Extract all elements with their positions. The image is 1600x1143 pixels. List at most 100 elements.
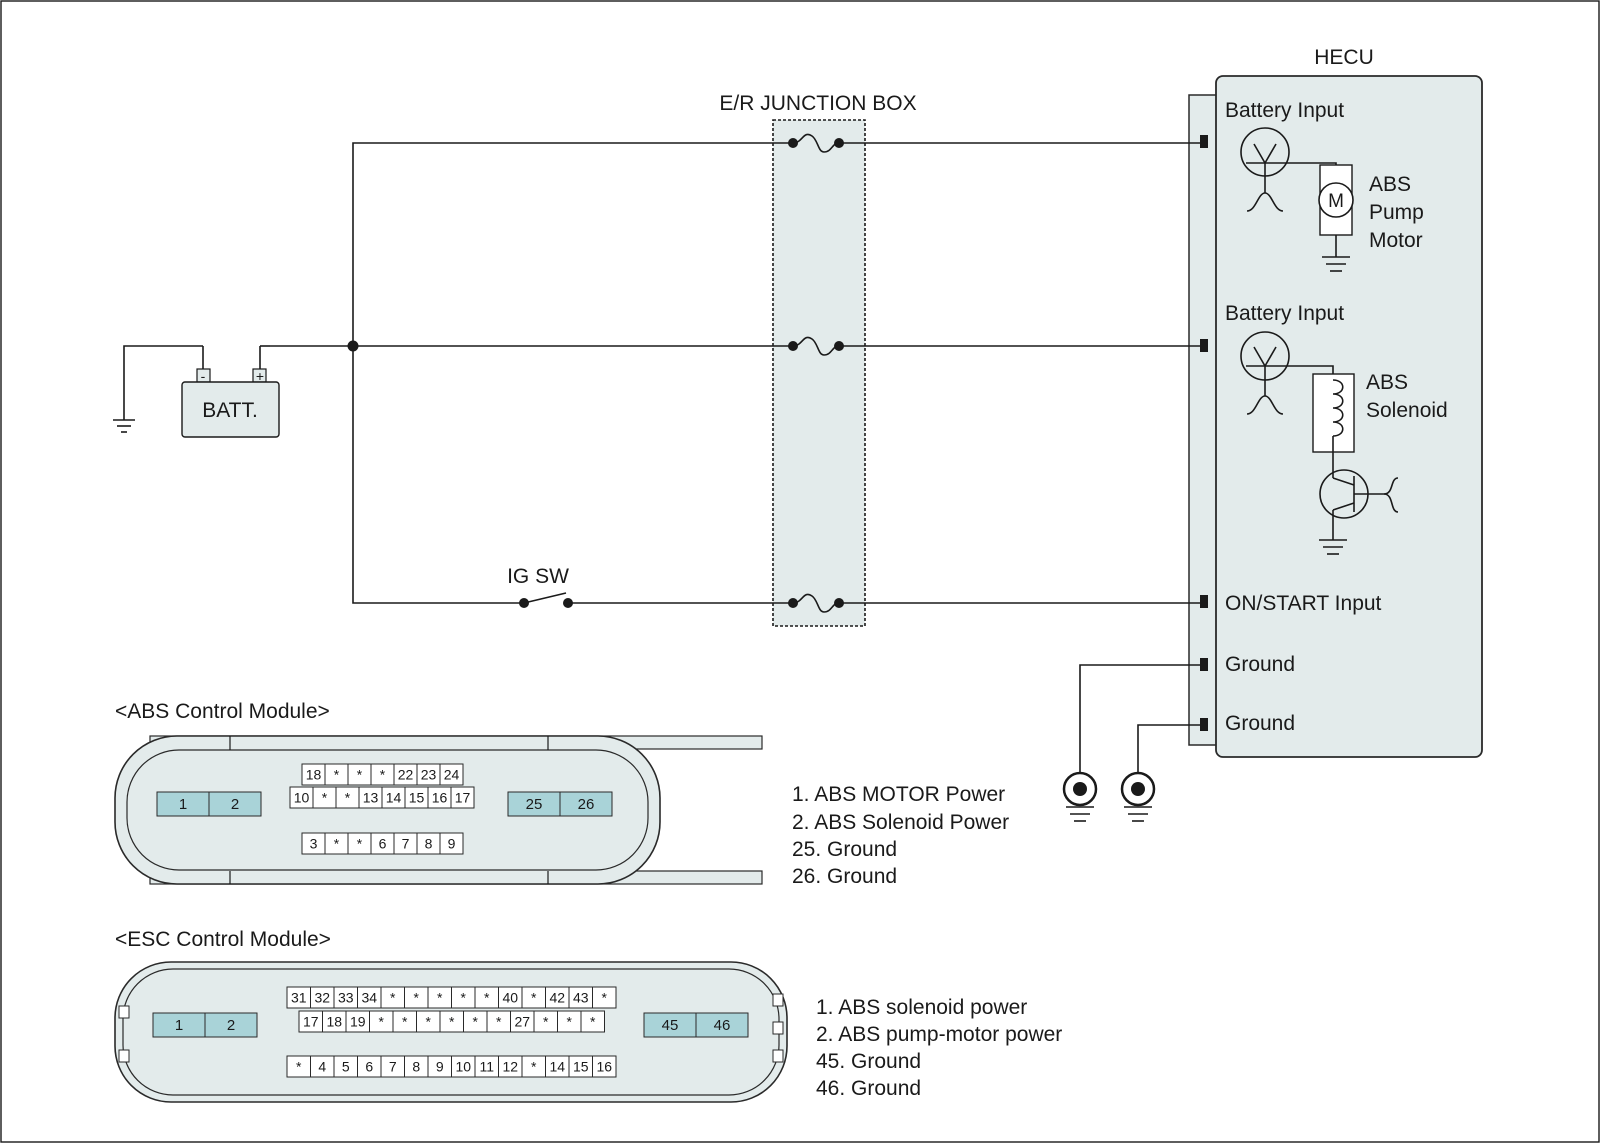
esc-legend-2: 2. ABS pump-motor power xyxy=(816,1023,1062,1046)
ig-switch-icon xyxy=(519,592,573,608)
abs-pin: 14 xyxy=(386,790,402,806)
battery-pos-sign: + xyxy=(256,368,264,384)
esc-pin: 19 xyxy=(350,1014,366,1030)
hecu-title: HECU xyxy=(1314,46,1374,69)
abs-pin: * xyxy=(357,836,363,852)
abs-pin: 10 xyxy=(294,790,310,806)
battery: - + BATT. xyxy=(113,345,280,438)
esc-pin: 31 xyxy=(291,990,307,1006)
esc-pin: 32 xyxy=(314,990,330,1006)
esc-pin: * xyxy=(414,990,420,1006)
abs-pin: 24 xyxy=(444,767,460,783)
ground-label-1: Ground xyxy=(1225,653,1295,676)
hecu-terminal-ground-1 xyxy=(1200,658,1208,671)
esc-pin: 10 xyxy=(455,1059,471,1075)
esc-pin: * xyxy=(402,1014,408,1030)
pump-motor-label-1: ABS xyxy=(1369,173,1411,196)
esc-pin: * xyxy=(426,1014,432,1030)
abs-pin: 9 xyxy=(448,836,456,852)
esc-pin: 34 xyxy=(361,990,377,1006)
esc-pin: 18 xyxy=(326,1014,342,1030)
abs-pin-cell xyxy=(156,791,210,817)
wiring: IG SW xyxy=(270,133,1200,772)
esc-pin: 7 xyxy=(389,1059,397,1075)
esc-pin: 4 xyxy=(318,1059,326,1075)
chassis-ground-2-icon xyxy=(1120,771,1156,822)
motor-icon xyxy=(1318,182,1354,218)
abs-pin: * xyxy=(334,836,340,852)
esc-pin-cell xyxy=(643,1012,697,1038)
esc-pin-cell xyxy=(580,1010,605,1033)
esc-pin: * xyxy=(473,1014,479,1030)
solenoid-label-1: ABS xyxy=(1366,371,1408,394)
esc-pin: 16 xyxy=(596,1059,612,1075)
abs-pin: * xyxy=(322,790,328,806)
esc-pin: * xyxy=(531,1059,537,1075)
abs-pin: 25 xyxy=(526,796,543,813)
ig-switch-label: IG SW xyxy=(507,565,569,588)
esc-pin-cell xyxy=(592,1055,617,1078)
abs-pin-cell xyxy=(507,791,561,817)
esc-pin: 8 xyxy=(412,1059,420,1075)
hecu-terminal-ground-2 xyxy=(1200,718,1208,731)
esc-pin: 15 xyxy=(573,1059,589,1075)
abs-pin-cell xyxy=(559,791,613,817)
esc-pin: 14 xyxy=(549,1059,565,1075)
abs-module-title: <ABS Control Module> xyxy=(115,700,330,723)
esc-pin: 6 xyxy=(365,1059,373,1075)
abs-legend-4: 26. Ground xyxy=(792,865,897,888)
abs-pin: 15 xyxy=(409,790,425,806)
chassis-ground-1-icon xyxy=(1062,771,1098,822)
abs-legend-3: 25. Ground xyxy=(792,838,897,861)
fuse-1-icon xyxy=(788,133,844,153)
hecu-terminal-battery-2 xyxy=(1200,339,1208,352)
abs-pin: * xyxy=(334,767,340,783)
esc-pin: 2 xyxy=(227,1017,235,1034)
esc-pin: * xyxy=(437,990,443,1006)
battery-input-label-1: Battery Input xyxy=(1225,99,1344,122)
abs-legend-1: 1. ABS MOTOR Power xyxy=(792,783,1005,806)
esc-legend-4: 46. Ground xyxy=(816,1077,921,1100)
battery-neg-sign: - xyxy=(201,368,206,384)
esc-pin: 1 xyxy=(175,1017,183,1034)
esc-pin: * xyxy=(590,1014,596,1030)
esc-pin: 42 xyxy=(549,990,565,1006)
esc-legend-3: 45. Ground xyxy=(816,1050,921,1073)
abs-pin: 26 xyxy=(578,796,595,813)
fuse-2-icon xyxy=(788,336,844,356)
esc-pin: 5 xyxy=(342,1059,350,1075)
junction-node xyxy=(347,340,359,352)
hecu-terminal-on-start xyxy=(1200,595,1208,608)
esc-pin: * xyxy=(531,990,537,1006)
abs-pin: 18 xyxy=(306,767,322,783)
esc-pin: * xyxy=(449,1014,455,1030)
esc-pin: * xyxy=(296,1059,302,1075)
abs-pin-cell xyxy=(450,786,475,809)
esc-pin: 40 xyxy=(502,990,518,1006)
battery-input-label-2: Battery Input xyxy=(1225,302,1344,325)
abs-pin-cell xyxy=(439,763,464,786)
pump-motor-label-2: Pump xyxy=(1369,201,1424,224)
esc-pin: 17 xyxy=(303,1014,319,1030)
abs-pin: 7 xyxy=(402,836,410,852)
abs-pin: * xyxy=(357,767,363,783)
esc-pin-cell xyxy=(695,1012,749,1038)
solenoid-label-2: Solenoid xyxy=(1366,399,1448,422)
abs-pin: 16 xyxy=(432,790,448,806)
esc-pin: 46 xyxy=(714,1017,731,1034)
abs-pin: 22 xyxy=(398,767,414,783)
esc-pin: 43 xyxy=(573,990,589,1006)
esc-pin: * xyxy=(567,1014,573,1030)
abs-pin: 1 xyxy=(179,796,187,813)
abs-pin: 2 xyxy=(231,796,239,813)
battery-body xyxy=(181,381,280,438)
esc-pin: * xyxy=(496,1014,502,1030)
abs-pin: * xyxy=(380,767,386,783)
pump-motor-label-3: Motor xyxy=(1369,229,1423,252)
abs-pin-cell xyxy=(208,791,262,817)
